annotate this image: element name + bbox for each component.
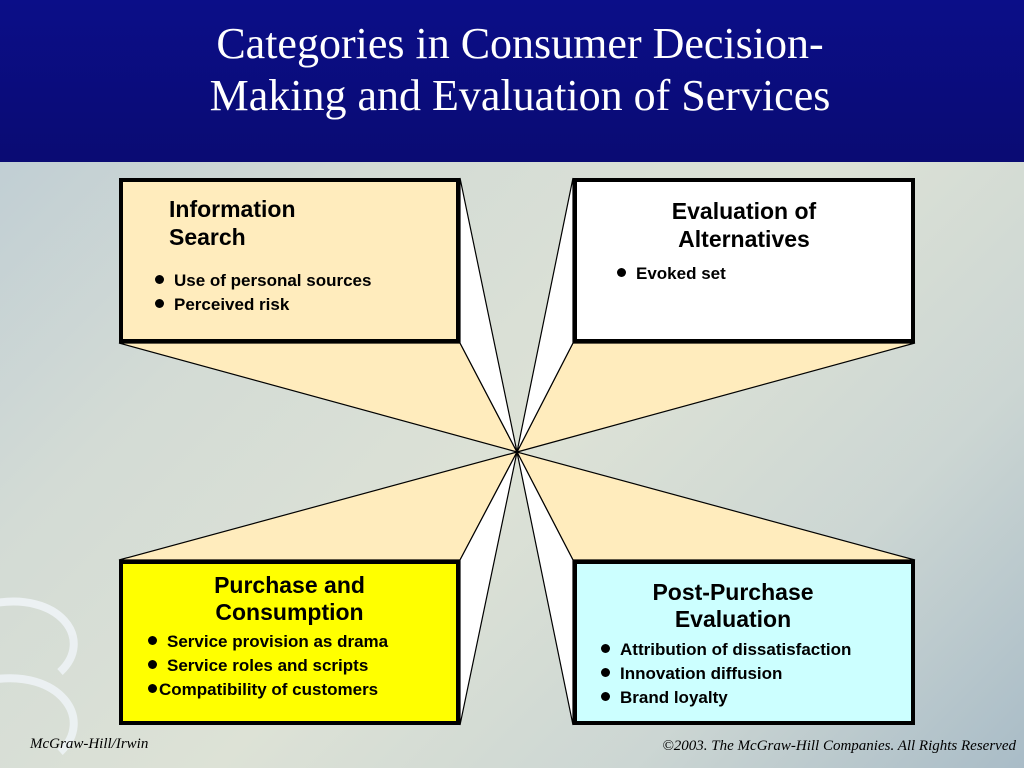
title-bar (0, 0, 1024, 162)
heading-line-1: Post-Purchase (652, 579, 814, 605)
bullet-icon (601, 644, 610, 653)
list-item-text: Service provision as drama (167, 632, 389, 651)
connector-bottom-right (515, 451, 916, 561)
list-item-text: Use of personal sources (174, 271, 372, 290)
list-item-text: Innovation diffusion (620, 664, 783, 683)
list-item-text: Service roles and scripts (167, 656, 369, 675)
list-item: Perceived risk (155, 293, 371, 317)
connector-top-left (118, 342, 519, 453)
publisher-footer: McGraw-Hill/Irwin (30, 736, 149, 752)
slide-title: Categories in Consumer Decision- Making … (80, 18, 960, 122)
bullet-icon (148, 660, 157, 669)
evaluation-of-alternatives-box: Evaluation of Alternatives Evoked set (573, 178, 915, 343)
connector-bottom-left (118, 451, 519, 561)
purchase-and-consumption-box: Purchase and Consumption Service provisi… (119, 560, 460, 725)
evaluation-of-alternatives-heading: Evaluation of Alternatives (577, 197, 911, 253)
list-item: Compatibility of customers (148, 678, 388, 702)
post-purchase-evaluation-list: Attribution of dissatisfaction Innovatio… (601, 638, 851, 710)
bullet-icon (601, 668, 610, 677)
title-line-1: Categories in Consumer Decision- (216, 19, 824, 68)
heading-line-2: Search (169, 224, 246, 250)
list-item: Evoked set (617, 262, 726, 286)
list-item-text: Perceived risk (174, 295, 290, 314)
purchase-and-consumption-list: Service provision as drama Service roles… (148, 630, 388, 702)
heading-line-1: Purchase and (214, 572, 365, 598)
title-line-2: Making and Evaluation of Services (209, 71, 831, 120)
list-item-text: Evoked set (636, 264, 726, 283)
connector-bottom-mid-left (459, 451, 518, 726)
list-item-text: Attribution of dissatisfaction (620, 640, 852, 659)
information-search-list: Use of personal sources Perceived risk (155, 269, 371, 317)
list-item: Service roles and scripts (148, 654, 388, 678)
list-item: Brand loyalty (601, 686, 851, 710)
list-item: Innovation diffusion (601, 662, 851, 686)
evaluation-of-alternatives-list: Evoked set (617, 262, 726, 286)
bullet-icon (155, 299, 164, 308)
connector-top-right (515, 342, 916, 453)
bullet-icon (155, 275, 164, 284)
list-item-text: Brand loyalty (620, 688, 728, 707)
copyright-footer: ©2003. The McGraw-Hill Companies. All Ri… (662, 738, 1016, 754)
heading-line-1: Information (169, 196, 296, 222)
bottom-left-rings (0, 597, 78, 755)
connector-top-mid-left (459, 177, 518, 453)
heading-line-2: Consumption (215, 599, 364, 625)
connector-fills (118, 177, 916, 726)
bullet-icon (148, 684, 157, 693)
post-purchase-evaluation-box: Post-Purchase Evaluation Attribution of … (573, 560, 915, 725)
information-search-box: Information Search Use of personal sourc… (119, 178, 460, 343)
list-item: Service provision as drama (148, 630, 388, 654)
information-search-heading: Information Search (169, 195, 296, 251)
list-item: Use of personal sources (155, 269, 371, 293)
post-purchase-evaluation-heading: Post-Purchase Evaluation (577, 579, 889, 633)
heading-line-2: Alternatives (678, 226, 810, 252)
bullet-icon (601, 692, 610, 701)
purchase-and-consumption-heading: Purchase and Consumption (123, 572, 456, 626)
bullet-icon (617, 268, 626, 277)
heading-line-1: Evaluation of (671, 198, 817, 224)
list-item-text: Compatibility of customers (159, 680, 379, 699)
list-item: Attribution of dissatisfaction (601, 638, 851, 662)
bullet-icon (148, 636, 157, 645)
heading-line-2: Evaluation (674, 606, 792, 632)
